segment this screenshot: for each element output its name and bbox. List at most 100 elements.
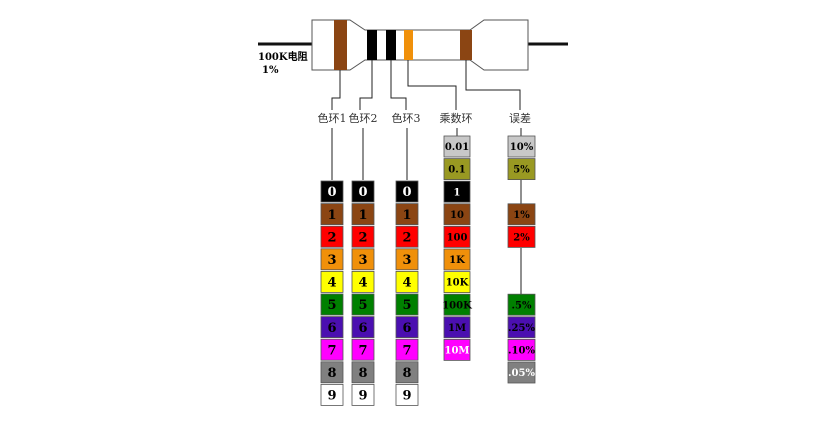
multiplier-label: 10 (450, 210, 464, 221)
multiplier-label: 0.1 (448, 165, 465, 176)
ring1-digit-cell (320, 383, 344, 406)
ring2-digit-cell (351, 203, 375, 226)
ring1-digit-cell (320, 203, 344, 226)
tolerance-cell (507, 135, 536, 158)
ring3-digit-cell (395, 293, 419, 316)
ring2-digit-label: 6 (358, 321, 367, 336)
multiplier-label: 100 (447, 233, 468, 244)
ring2-digit-label: 9 (358, 389, 367, 404)
tolerance-label: 5% (513, 165, 530, 176)
ring3-digit-label: 1 (402, 208, 411, 223)
ring1-digit-label: 5 (327, 298, 336, 313)
multiplier-cell (443, 225, 471, 248)
multiplier-cell (443, 135, 471, 158)
ring1-digit-cell (320, 225, 344, 248)
ring3-digit-label: 2 (402, 230, 411, 245)
multiplier-label: 0.01 (445, 142, 469, 153)
ring2-digit-label: 0 (358, 185, 367, 200)
label-multiplier: 乘数环 (440, 112, 473, 125)
resistor-caption-value: 100K电阻 (258, 50, 308, 63)
tolerance-cell (507, 338, 536, 361)
resistor-caption-tolerance: 1% (262, 65, 279, 76)
label-ring3: 色环3 (392, 111, 421, 125)
multiplier-cell (443, 271, 471, 294)
resistor-band-multiplier (404, 30, 413, 60)
ring3-digit-cell (395, 338, 419, 361)
ring1-digit-label: 9 (327, 389, 336, 404)
ring1-digit-label: 4 (327, 276, 336, 291)
tolerance-label: 1% (513, 210, 530, 221)
label-tolerance: 误差 (509, 111, 531, 125)
ring3-digit-cell (395, 383, 419, 406)
label-ring2: 色环2 (349, 111, 378, 125)
ring3-digit-label: 5 (402, 298, 411, 313)
tolerance-label: .25% (508, 323, 535, 334)
ring2-digit-label: 3 (358, 253, 367, 268)
tolerance-label: .05% (508, 368, 535, 379)
ring3-digit-label: 3 (402, 253, 411, 268)
ring3-digit-cell (395, 248, 419, 271)
multiplier-label: 1K (449, 255, 465, 266)
ring2-digit-cell (351, 338, 375, 361)
scale-tolerance: 10%5%1%2%.5%.25%.10%.05% (507, 135, 536, 384)
ring2-digit-cell (351, 383, 375, 406)
ring2-digit-label: 7 (358, 343, 367, 358)
ring1-digit-cell (320, 338, 344, 361)
ring3-digit-label: 0 (402, 185, 411, 200)
multiplier-cell (443, 203, 471, 226)
ring3-digit-label: 6 (402, 321, 411, 336)
tolerance-cell (507, 158, 536, 181)
ring2-digit-cell (351, 293, 375, 316)
ring1-digit-label: 1 (327, 208, 336, 223)
tolerance-cell (507, 225, 536, 248)
leader-line-ring1 (331, 70, 341, 110)
tolerance-cell (507, 203, 536, 226)
ring1-digit-cell (320, 293, 344, 316)
multiplier-cell (443, 293, 471, 316)
tolerance-cell (507, 316, 536, 339)
ring2-digit-label: 5 (358, 298, 367, 313)
ring1-digit-cell (320, 180, 344, 203)
ring3-digit-cell (395, 316, 419, 339)
leader-line-tolerance (465, 60, 521, 110)
tolerance-cell (507, 361, 536, 384)
multiplier-label: 10K (446, 278, 469, 289)
multiplier-cell (443, 158, 471, 181)
ring3-digit-label: 9 (402, 389, 411, 404)
ring1-digit-cell (320, 316, 344, 339)
tolerance-label: .5% (512, 300, 532, 311)
tolerance-label: 2% (513, 233, 530, 244)
ring1-digit-label: 7 (327, 343, 336, 358)
ring2-digit-cell (351, 316, 375, 339)
multiplier-label: 10M (445, 346, 470, 357)
ring2-digit-cell (351, 225, 375, 248)
ring1-digit-label: 0 (327, 185, 336, 200)
tolerance-cell (507, 293, 536, 316)
ring2-digit-cell (351, 270, 375, 293)
ring3-digit-cell (395, 361, 419, 384)
multiplier-label: 100K (442, 300, 472, 311)
ring1-digit-label: 3 (327, 253, 336, 268)
resistor-band-tolerance (460, 30, 472, 60)
resistor-body (311, 19, 529, 71)
multiplier-label: 1M (448, 323, 466, 334)
ring2-digit-cell (351, 248, 375, 271)
resistor-band-3 (386, 30, 396, 60)
leader-line-ring3 (390, 60, 407, 110)
ring2-digit-cell (351, 180, 375, 203)
ring1-digit-label: 8 (327, 366, 336, 381)
ring3-digit-label: 7 (402, 343, 411, 358)
ring1-digit-cell (320, 270, 344, 293)
ring1-digit-label: 2 (327, 230, 336, 245)
ring3-digit-label: 8 (402, 366, 411, 381)
ring3-digit-cell (395, 270, 419, 293)
multiplier-cell (443, 180, 471, 203)
multiplier-cell (443, 248, 471, 271)
ring3-digit-cell (395, 225, 419, 248)
tolerance-label: 10% (510, 142, 534, 153)
ring2-digit-label: 4 (358, 276, 367, 291)
